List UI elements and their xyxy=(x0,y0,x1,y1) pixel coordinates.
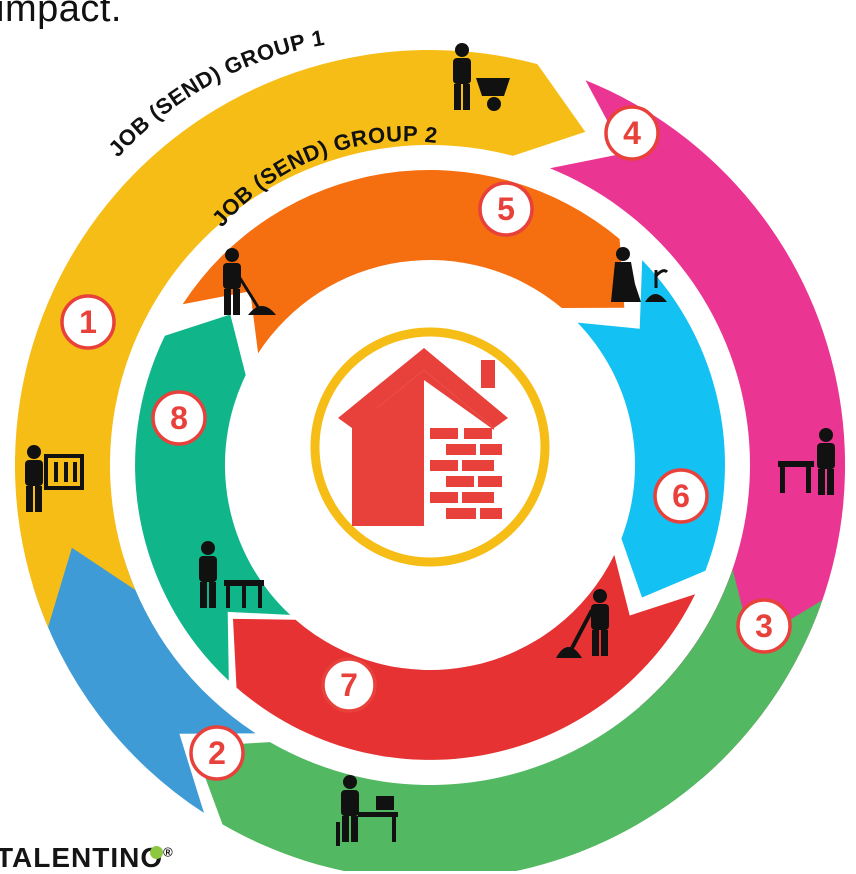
kneeling-planter-icon xyxy=(611,247,669,302)
brand-name: TALENTINO xyxy=(0,842,164,873)
step-6-badge-circle xyxy=(653,468,709,524)
house-brick xyxy=(478,476,502,487)
digging-worker-icon xyxy=(556,589,609,658)
tool-board-icon xyxy=(25,445,84,512)
house-brick xyxy=(462,492,494,503)
step-3-badge: 3 xyxy=(736,598,792,654)
step-2-badge-circle xyxy=(189,725,245,781)
barrier-worker-icon xyxy=(199,541,264,608)
house-brick xyxy=(464,428,492,439)
step-7-badge-circle xyxy=(321,657,377,713)
house-roof xyxy=(338,348,508,428)
house-brick xyxy=(480,444,502,455)
house-brick xyxy=(446,508,476,519)
wheelbarrow-worker-icon xyxy=(453,43,510,111)
heading-text: impact. xyxy=(0,0,122,30)
house-brick xyxy=(430,492,458,503)
workbench-worker-icon xyxy=(778,428,835,495)
step-4-badge: 4 xyxy=(604,105,660,161)
step-1-badge: 1 xyxy=(60,294,116,350)
step-2-arc xyxy=(33,509,256,813)
house-wall xyxy=(352,378,424,526)
step-5-badge: 5 xyxy=(478,181,534,237)
step-8-number: 8 xyxy=(170,400,188,436)
step-4-badge-circle xyxy=(604,105,660,161)
step-1-badge-circle xyxy=(60,294,116,350)
step-1-arc xyxy=(14,49,586,628)
step-6-arc xyxy=(577,260,725,598)
desk-worker-icon xyxy=(336,775,398,846)
step-3-badge-circle xyxy=(736,598,792,654)
brand-logo: TALENTINO® xyxy=(0,842,174,874)
step-6-badge: 6 xyxy=(653,468,709,524)
house-brick xyxy=(430,460,458,471)
house-brick-icon xyxy=(310,327,550,567)
step-2-badge: 2 xyxy=(189,725,245,781)
step-8-badge-circle xyxy=(151,390,207,446)
house-brick xyxy=(446,444,476,455)
house-brick xyxy=(430,428,458,439)
step-2-number: 2 xyxy=(208,735,226,771)
brand-mark: ® xyxy=(163,844,174,860)
shovel-worker-icon xyxy=(223,248,276,315)
house-brick xyxy=(480,508,502,519)
house-brick xyxy=(396,508,422,519)
step-6-number: 6 xyxy=(672,478,690,514)
step-8-badge: 8 xyxy=(151,390,207,446)
house-chimney xyxy=(481,360,495,388)
step-5-number: 5 xyxy=(497,191,515,227)
step-4-number: 4 xyxy=(623,115,641,151)
step-7-number: 7 xyxy=(340,667,358,703)
step-5-badge-circle xyxy=(478,181,534,237)
house-brick xyxy=(446,476,474,487)
brand-dot xyxy=(150,846,163,859)
step-1-number: 1 xyxy=(79,304,97,340)
house-brick xyxy=(462,460,494,471)
step-3-number: 3 xyxy=(755,608,773,644)
step-7-badge: 7 xyxy=(321,657,377,713)
